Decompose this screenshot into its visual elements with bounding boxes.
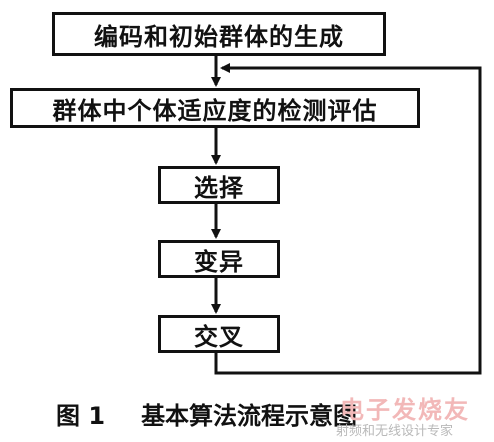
node-mutate-label: 变异 — [194, 247, 244, 276]
node-select-label: 选择 — [194, 173, 244, 202]
node-init-label: 编码和初始群体的生成 — [94, 22, 344, 51]
figure-caption: 图 1 基本算法流程示意图 — [56, 396, 357, 431]
node-mutation: 变异 — [158, 240, 280, 278]
node-eval-label: 群体中个体适应度的检测评估 — [52, 96, 378, 125]
node-cross-label: 交叉 — [194, 322, 244, 351]
node-init-population: 编码和初始群体的生成 — [52, 12, 386, 56]
node-selection: 选择 — [158, 166, 280, 204]
node-crossover: 交叉 — [158, 315, 280, 353]
figure-title: 基本算法流程示意图 — [141, 402, 358, 430]
node-fitness-evaluation: 群体中个体适应度的检测评估 — [10, 88, 420, 128]
figure-number: 图 1 — [56, 402, 106, 430]
feedback-loop-line — [214, 63, 482, 375]
